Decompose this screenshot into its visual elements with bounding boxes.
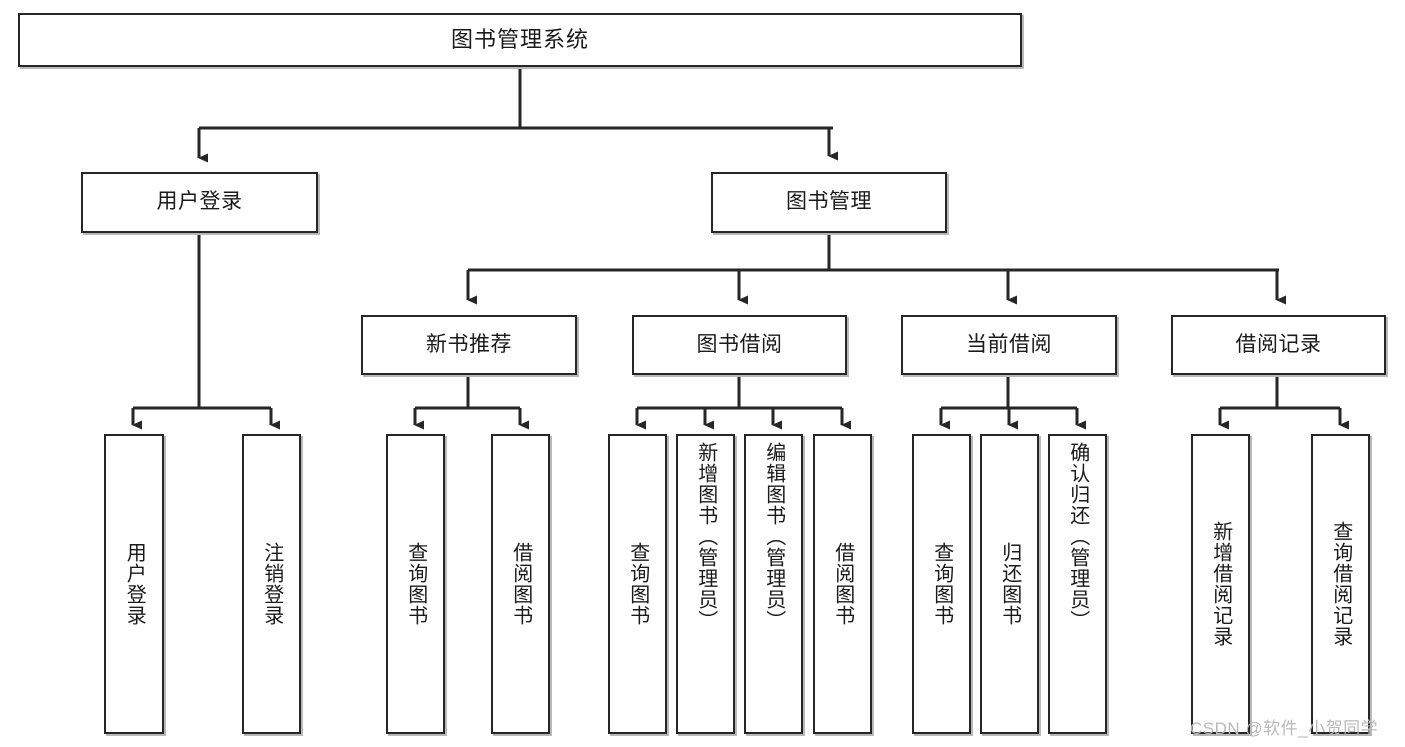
node-leaf-user-login[interactable]: 用户登录 (104, 434, 164, 734)
node-leaf-add-borrow-record-label: 新增借阅记录 (1209, 521, 1232, 647)
node-root-label: 图书管理系统 (450, 27, 589, 53)
node-leaf-logout-login[interactable]: 注销登录 (242, 434, 301, 734)
node-user-login-label: 用户登录 (156, 190, 243, 214)
node-borrow-record-label: 借阅记录 (1235, 332, 1322, 356)
node-leaf-add-book[interactable]: 新增图书（管理员） (676, 434, 735, 734)
node-leaf-return-book-label: 归还图书 (998, 542, 1021, 626)
node-new-book-recommend-label: 新书推荐 (426, 332, 512, 356)
node-leaf-add-borrow-record[interactable]: 新增借阅记录 (1191, 434, 1250, 734)
node-leaf-borrow-book-1-label: 借阅图书 (509, 542, 532, 626)
node-leaf-query-book-1-label: 查询图书 (404, 542, 427, 626)
node-leaf-query-borrow-record-label: 查询借阅记录 (1329, 521, 1352, 647)
node-leaf-query-book-3[interactable]: 查询图书 (912, 434, 971, 734)
node-book-borrow-label: 图书借阅 (696, 332, 783, 356)
node-leaf-borrow-book-2[interactable]: 借阅图书 (813, 434, 872, 734)
node-leaf-confirm-return-label: 确认归还（管理员） (1066, 442, 1089, 631)
node-leaf-borrow-book-2-label: 借阅图书 (831, 542, 854, 626)
node-root[interactable]: 图书管理系统 (18, 13, 1022, 67)
node-book-manage-label: 图书管理 (786, 190, 872, 214)
node-leaf-query-borrow-record[interactable]: 查询借阅记录 (1311, 434, 1370, 734)
node-leaf-query-book-3-label: 查询图书 (930, 542, 953, 626)
node-leaf-query-book-1[interactable]: 查询图书 (386, 434, 445, 734)
node-leaf-return-book[interactable]: 归还图书 (980, 434, 1039, 734)
node-leaf-logout-login-label: 注销登录 (260, 542, 283, 626)
node-current-borrow[interactable]: 当前借阅 (901, 315, 1117, 375)
node-current-borrow-label: 当前借阅 (966, 332, 1052, 356)
node-borrow-record[interactable]: 借阅记录 (1171, 315, 1386, 375)
node-leaf-edit-book[interactable]: 编辑图书（管理员） (744, 434, 803, 734)
node-book-borrow[interactable]: 图书借阅 (632, 315, 847, 375)
node-leaf-edit-book-label: 编辑图书（管理员） (762, 442, 785, 631)
node-leaf-confirm-return[interactable]: 确认归还（管理员） (1048, 434, 1107, 734)
node-leaf-query-book-2-label: 查询图书 (626, 542, 649, 626)
node-user-login[interactable]: 用户登录 (81, 172, 318, 233)
node-leaf-borrow-book-1[interactable]: 借阅图书 (491, 434, 550, 734)
node-new-book-recommend[interactable]: 新书推荐 (361, 315, 577, 375)
node-leaf-add-book-label: 新增图书（管理员） (694, 442, 717, 631)
node-book-manage[interactable]: 图书管理 (711, 172, 947, 233)
node-leaf-user-login-label: 用户登录 (123, 542, 146, 626)
node-leaf-query-book-2[interactable]: 查询图书 (608, 434, 667, 734)
